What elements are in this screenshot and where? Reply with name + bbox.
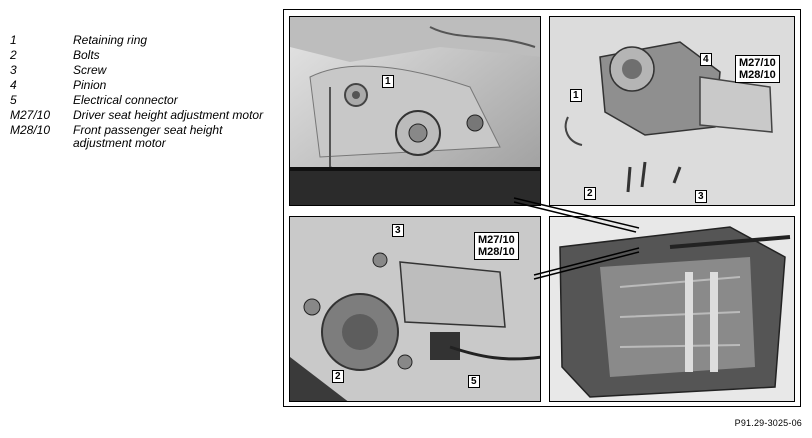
label-m27: M27/10: [739, 57, 776, 69]
photo-seat-bracket: [290, 17, 540, 205]
legend-key: M27/10: [10, 108, 51, 122]
legend-text: Retaining ring: [73, 33, 148, 47]
panel-bottom-right-photo: [549, 216, 795, 402]
callout-retaining-ring: 1: [382, 75, 394, 88]
panel-top-left-photo: 1: [289, 16, 541, 206]
panel-bottom-left-photo: 3 M27/10 M28/10 2 5: [289, 216, 541, 402]
callout-motor-labels: M27/10 M28/10: [735, 55, 780, 83]
callout-screw: 3: [392, 224, 404, 237]
label-m27: M27/10: [478, 234, 515, 246]
figure-frame: 1 4 M27/10 M28/10 1 2 3: [283, 9, 801, 407]
legend-text: Screw: [73, 63, 107, 77]
legend-item: M28/10 Front passenger seat height adjus…: [10, 124, 272, 150]
callout-electrical-connector: 5: [468, 375, 480, 388]
callout-retaining-ring: 1: [570, 89, 582, 102]
legend: 1 Retaining ring 2 Bolts 3 Screw 4 Pinio…: [10, 34, 272, 152]
legend-key: 5: [10, 93, 17, 107]
callout-bolts: 2: [332, 370, 344, 383]
legend-text: Driver seat height adjustment motor: [73, 108, 264, 122]
legend-item: 2 Bolts: [10, 49, 272, 62]
legend-text: Electrical connector: [73, 93, 178, 107]
label-m28: M28/10: [739, 69, 776, 81]
panel-top-right-photo: 4 M27/10 M28/10 1 2 3: [549, 16, 795, 206]
legend-text: Pinion: [73, 78, 107, 92]
legend-key: 2: [10, 48, 17, 62]
legend-text: Front passenger seat height adjustment m…: [73, 123, 223, 150]
legend-item: 3 Screw: [10, 64, 272, 77]
legend-item: 1 Retaining ring: [10, 34, 272, 47]
legend-item: M27/10 Driver seat height adjustment mot…: [10, 109, 272, 122]
callout-screw: 3: [695, 190, 707, 203]
photo-motor-parts: [550, 17, 794, 205]
legend-key: 1: [10, 33, 17, 47]
legend-item: 4 Pinion: [10, 79, 272, 92]
legend-text: Bolts: [73, 48, 100, 62]
legend-key: 4: [10, 78, 17, 92]
figure-id: P91.29-3025-06: [734, 418, 802, 428]
callout-motor-labels: M27/10 M28/10: [474, 232, 519, 260]
label-m28: M28/10: [478, 246, 515, 258]
legend-key: 3: [10, 63, 17, 77]
photo-seat-frame: [550, 217, 794, 401]
legend-item: 5 Electrical connector: [10, 94, 272, 107]
callout-pinion: 4: [700, 53, 712, 66]
photo-motor-installed: [290, 217, 540, 401]
callout-bolts: 2: [584, 187, 596, 200]
legend-key: M28/10: [10, 123, 51, 137]
